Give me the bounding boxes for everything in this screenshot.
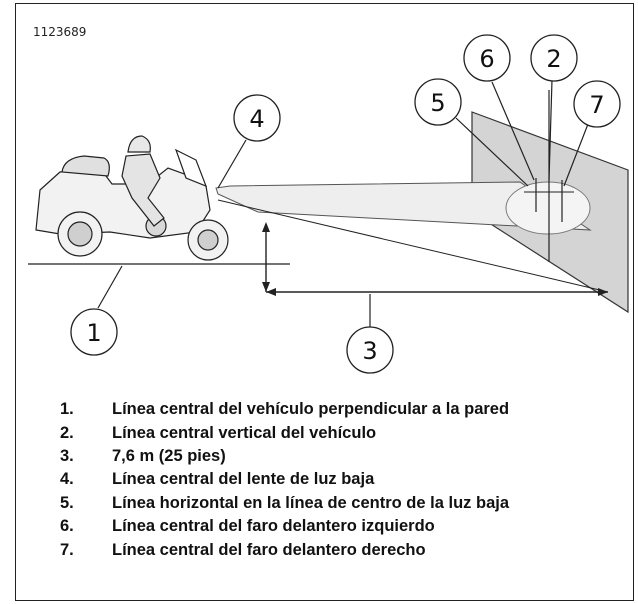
callout-5-label: 5	[430, 89, 445, 117]
callout-3: 3	[346, 326, 394, 374]
legend-number: 5.	[60, 493, 74, 512]
callout-2: 2	[530, 34, 578, 82]
callout-3-label: 3	[362, 337, 377, 365]
callout-4-leader	[217, 139, 247, 189]
arrowhead	[262, 222, 270, 232]
beam-spot	[505, 181, 591, 235]
callout-6-label: 6	[479, 45, 494, 73]
legend-text: 7,6 m (25 pies)	[112, 446, 226, 465]
legend-text: Línea central del vehículo perpendicular…	[112, 400, 510, 419]
legend-text: Línea central vertical del vehículo	[112, 423, 377, 442]
callout-4-label: 4	[249, 105, 264, 133]
callout-6: 6	[463, 34, 511, 82]
arrowhead	[266, 288, 276, 296]
callout-1-leader	[97, 265, 123, 309]
legend-number: 1.	[60, 400, 74, 419]
legend-text: Línea central del faro delantero izquier…	[112, 517, 435, 536]
legend-number: 7.	[60, 540, 74, 559]
legend-item: 4. Línea central del lente de luz baja	[28, 468, 634, 491]
legend-item: 2. Línea central vertical del vehículo	[28, 421, 634, 444]
arrowhead	[598, 288, 608, 296]
legend-item: 3. 7,6 m (25 pies)	[28, 445, 634, 468]
arrowhead	[262, 282, 270, 292]
legend-text: Línea central del faro delantero derecho	[112, 540, 426, 559]
callout-5: 5	[414, 78, 462, 126]
legend-text: Línea central del lente de luz baja	[112, 470, 375, 489]
vehicle-centerline	[217, 199, 609, 293]
callout-1-label: 1	[86, 319, 101, 347]
trike-motorcycle	[35, 135, 229, 261]
headlamp-aim-diagram: 1 2 3 4 5 6 7	[28, 34, 629, 374]
callout-4: 4	[233, 94, 281, 142]
figure-frame	[15, 3, 634, 601]
callout-7: 7	[573, 80, 621, 128]
callout-5-leader	[455, 117, 529, 187]
callout-7-label: 7	[589, 91, 604, 119]
legend-number: 6.	[60, 517, 74, 536]
legend-number: 2.	[60, 423, 74, 442]
callout-2-leader	[548, 79, 553, 181]
callout-6-leader	[491, 81, 535, 181]
figure-id: 1123689	[33, 25, 87, 39]
legend-number: 4.	[60, 470, 74, 489]
legend-item: 7. Línea central del faro delantero dere…	[28, 538, 634, 561]
legend-item: 5. Línea horizontal en la línea de centr…	[28, 492, 634, 515]
legend-text: Línea horizontal en la línea de centro d…	[112, 493, 510, 512]
callout-2-label: 2	[546, 45, 561, 73]
callout-1: 1	[70, 308, 118, 356]
legend-list: 1. Línea central del vehículo perpendicu…	[28, 398, 634, 562]
legend-number: 3.	[60, 446, 74, 465]
legend-item: 1. Línea central del vehículo perpendicu…	[28, 398, 634, 421]
legend-item: 6. Línea central del faro delantero izqu…	[28, 515, 634, 538]
callout-7-leader	[563, 123, 589, 187]
